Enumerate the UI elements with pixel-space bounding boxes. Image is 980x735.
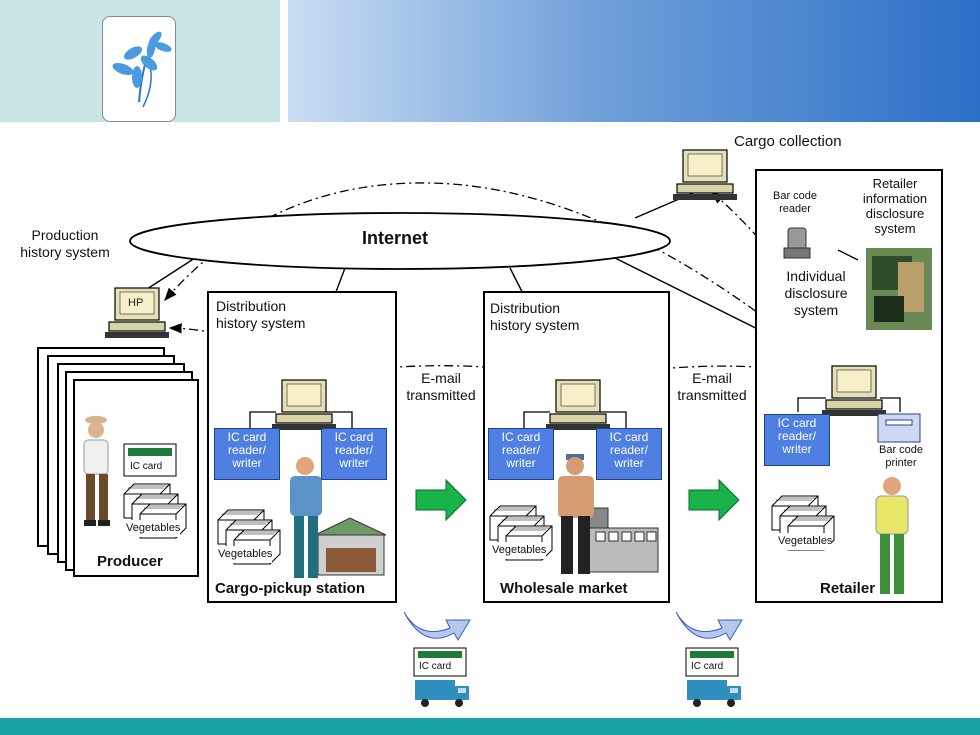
wholesale-worker-icon	[558, 454, 594, 574]
barcode-printer-icon	[877, 413, 921, 443]
barcode-printer-label: Bar code printer	[878, 444, 924, 469]
flower-logo	[102, 16, 176, 122]
ic-card-label: IC card	[130, 461, 163, 472]
retailer-info-label: Retailer information disclosure system	[862, 176, 928, 236]
retailer-person-icon	[875, 477, 909, 594]
vegetables-label: Vegetables	[778, 533, 833, 550]
internet-label: Internet	[362, 228, 429, 248]
computer-icon	[672, 149, 738, 201]
producer-computer-icon	[104, 287, 170, 339]
ic-card-label: IC card	[691, 661, 724, 672]
ic-card-reader-writer: IC card reader/ writer	[214, 428, 280, 480]
cargo-pickup-label: Cargo-pickup station	[215, 580, 366, 597]
cargo-worker-icon	[290, 457, 322, 578]
ic-card-icon	[123, 443, 177, 477]
page-number: 2	[935, 707, 942, 719]
distribution-history-label: Distribution history system	[216, 298, 306, 331]
wholesale-computer-icon	[545, 379, 611, 431]
email-transmitted-label-2: E-mail transmitted	[677, 370, 747, 403]
flow-arrow-icon	[415, 478, 740, 522]
retailer-label: Retailer	[820, 580, 876, 597]
individual-disclosure-label: Individual disclosure system	[784, 268, 848, 318]
header-band-right	[288, 0, 980, 122]
ic-card-reader-writer: IC card reader/ writer	[596, 428, 662, 480]
ic-card-reader-writer: IC card reader/ writer	[764, 414, 830, 466]
barcode-reader-icon	[783, 227, 811, 259]
cargo-computer-icon	[271, 379, 337, 431]
kiosk-photo	[866, 248, 932, 330]
wholesale-market-label: Wholesale market	[500, 580, 628, 597]
market-building-icon	[587, 507, 659, 573]
warehouse-icon	[314, 517, 387, 576]
email-transmitted-label: E-mail transmitted	[406, 370, 476, 403]
ic-card-reader-writer: IC card reader/ writer	[321, 428, 387, 480]
truck-icon	[415, 680, 741, 707]
cargo-collection-label: Cargo collection	[734, 133, 842, 150]
producer-person-icon	[83, 416, 110, 526]
hp-label: HP	[128, 297, 143, 309]
production-history-label: Production history system	[20, 227, 110, 260]
ic-card-transfer-icon	[403, 611, 743, 677]
distribution-history-label-2: Distribution history system	[490, 300, 580, 333]
vegetables-label: Vegetables	[492, 542, 547, 559]
ic-card-label: IC card	[419, 661, 452, 672]
vegetables-label: Vegetables	[126, 520, 181, 537]
internet-cloud	[129, 212, 671, 270]
vegetables-label: Vegetables	[218, 546, 273, 563]
producer-label: Producer	[97, 553, 163, 570]
flower-icon	[112, 31, 172, 108]
retailer-computer-icon	[821, 365, 887, 417]
barcode-reader-label: Bar code reader	[772, 190, 818, 215]
ic-card-reader-writer: IC card reader/ writer	[488, 428, 554, 480]
footer-bar	[0, 718, 980, 735]
